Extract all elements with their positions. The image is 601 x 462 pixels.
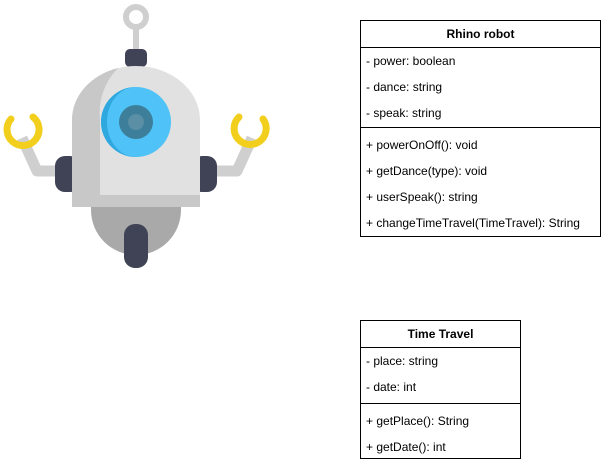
operations-section: + powerOnOff(): void + getDance(type): v… [361,128,600,236]
operation: + getPlace(): String [366,414,470,428]
attributes-section: - place: string - date: int [361,348,520,404]
attribute: - dance: string [366,80,443,94]
robot-leg [124,224,148,268]
uml-class-time-travel[interactable]: Time Travel - place: string - date: int … [360,320,521,459]
antenna-base [125,49,147,67]
right-claw [230,113,270,148]
robot-icon [3,4,270,268]
operation: + powerOnOff(): void [366,138,478,152]
attribute: - power: boolean [366,54,456,68]
operation: + userSpeak(): string [366,190,478,204]
robot-body-shade [71,68,201,207]
class-name: Rhino robot [361,21,600,48]
attribute: - date: int [366,380,417,394]
antenna-ring [123,4,149,30]
class-name: Time Travel [361,321,520,348]
uml-class-rhino-robot[interactable]: Rhino robot - power: boolean - dance: st… [360,20,601,237]
left-claw [3,113,43,150]
attribute: - place: string [366,354,439,368]
attribute: - speak: string [366,106,442,120]
attributes-section: - power: boolean - dance: string - speak… [361,48,600,128]
eye-center [128,114,144,130]
operation: + getDate(): int [366,440,446,454]
eye-ring [101,87,136,157]
operations-section: + getPlace(): String + getDate(): int [361,404,520,460]
operation: + changeTimeTravel(TimeTravel): String [366,216,580,230]
operation: + getDance(type): void [366,164,488,178]
